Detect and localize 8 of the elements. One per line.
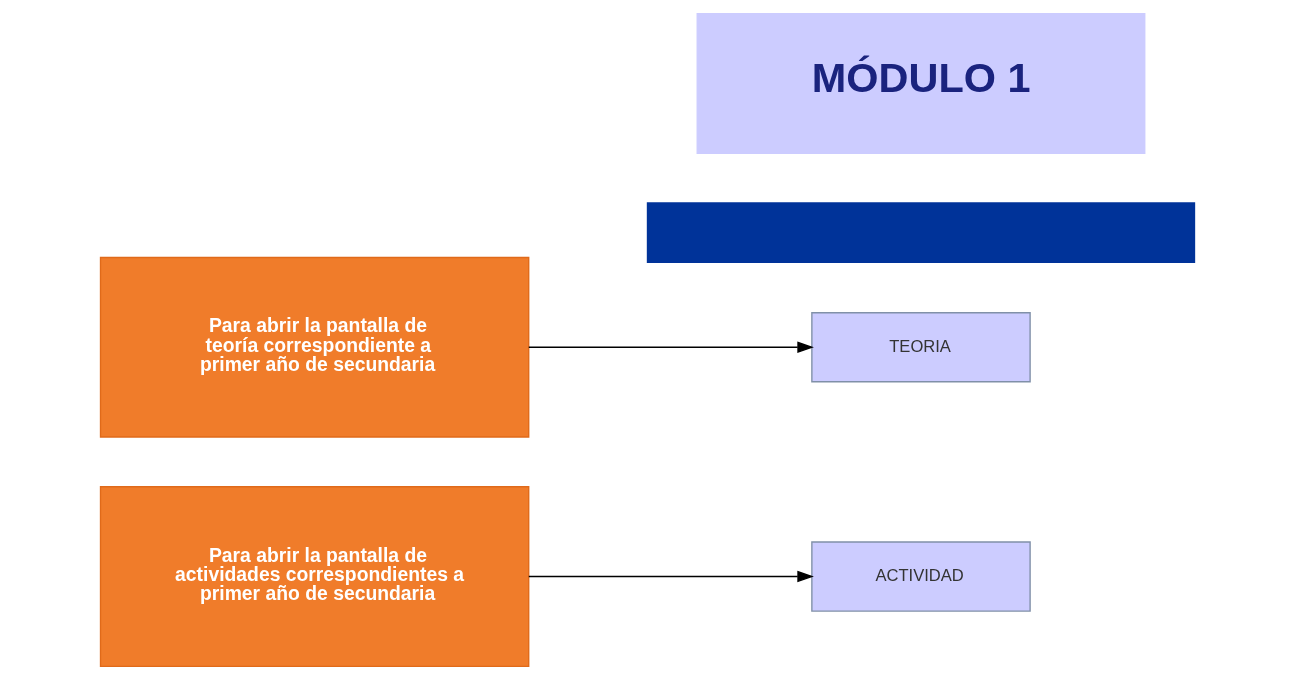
node-box: ACTIVIDAD xyxy=(811,541,1031,612)
node-box: Para abrir la pantalla de actividades correspondientes a primer año de secundaria xyxy=(99,486,530,667)
node-box: Para abrir la pantalla de teoría correspondiente a primer año de secundaria xyxy=(99,256,530,438)
node-box: MÓDULO 1 xyxy=(696,13,1146,154)
arrow xyxy=(528,341,814,354)
arrow xyxy=(528,570,814,583)
node-box: TEORIA xyxy=(811,312,1031,383)
node-bar xyxy=(646,202,1196,263)
